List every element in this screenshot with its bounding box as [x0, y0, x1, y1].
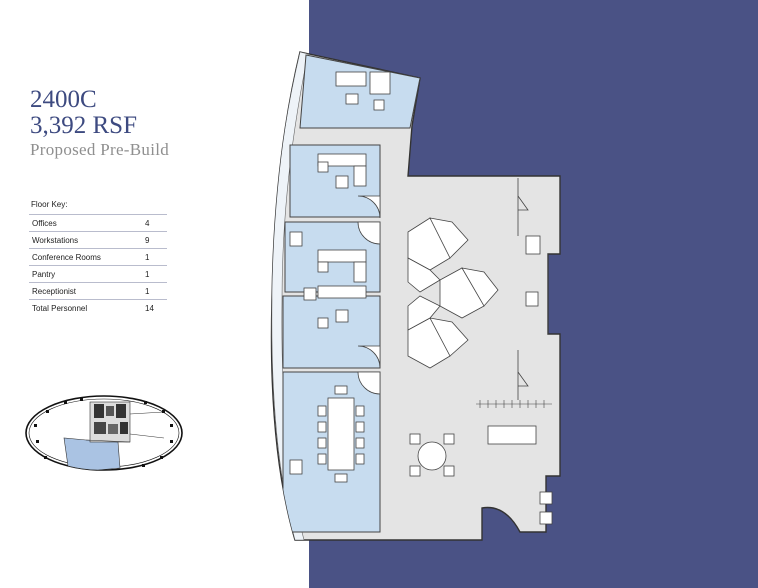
- suite-number: 2400C: [30, 86, 97, 113]
- floor-plan-drawing-icon: [270, 51, 561, 541]
- info-panel: 2400C 3,392 RSF Proposed Pre-Build Floor…: [0, 0, 309, 588]
- key-value: 9: [145, 231, 167, 249]
- plan-subtitle: Proposed Pre-Build: [30, 140, 170, 159]
- floor-key-title: Floor Key:: [31, 200, 68, 209]
- key-value: 1: [145, 282, 167, 300]
- key-label: Conference Rooms: [29, 248, 145, 266]
- key-value: 1: [145, 248, 167, 266]
- key-value: 4: [145, 214, 167, 232]
- key-value: 1: [145, 265, 167, 283]
- key-label: Workstations: [29, 231, 145, 249]
- key-label: Offices: [29, 214, 145, 232]
- key-label: Total Personnel: [29, 299, 145, 316]
- key-label: Pantry: [29, 265, 145, 283]
- rentable-area: 3,392 RSF: [30, 112, 137, 139]
- keyplan-map-icon: [25, 395, 183, 471]
- key-value: 14: [145, 299, 167, 316]
- key-label: Receptionist: [29, 282, 145, 300]
